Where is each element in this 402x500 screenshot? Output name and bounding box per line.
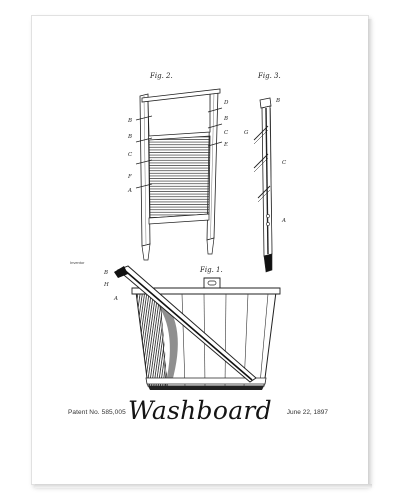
patent-drawing: Fig. 2. — [70, 72, 287, 390]
fig-2-part-label: C — [224, 130, 229, 136]
fig-3-side-view: Fig. 3. B C A G — [244, 72, 287, 273]
fig-1-tub: Fig. 1. Inventor — [70, 260, 281, 390]
fig-2-part-label: A — [127, 188, 132, 194]
fig-2-part-label: B — [223, 116, 228, 122]
frame-bottom-edge — [35, 484, 372, 488]
fig-2-part-label: B — [127, 134, 132, 140]
fig-1-part-label: A — [113, 296, 118, 302]
fig-2-part-label: C — [128, 152, 133, 158]
fig-2-part-label: E — [223, 142, 228, 148]
fig-2-part-label: B — [127, 118, 132, 124]
fig-1-caption: Inventor — [70, 260, 85, 265]
fig-2-label: Fig. 2. — [149, 72, 173, 80]
print-footer: Patent No. 585,005 Washboard June 22, 18… — [32, 392, 368, 432]
fig-1-part-label: B — [103, 270, 108, 276]
fig-1-label: Fig. 1. — [199, 266, 223, 274]
fig-3-part-label: A — [281, 218, 286, 224]
frame-side-edge — [368, 19, 372, 485]
fig-3-part-label: C — [282, 160, 287, 166]
patent-number: Patent No. 585,005 — [68, 409, 126, 416]
fig-3-part-label: G — [244, 130, 249, 136]
fig-1-part-label: H — [103, 282, 109, 288]
fig-2-part-label: D — [223, 100, 229, 106]
wall-art-frame: Fig. 2. — [32, 16, 372, 488]
fig-3-part-label: B — [275, 98, 280, 104]
fig-3-label: Fig. 3. — [257, 72, 281, 80]
fig-2-part-label: F — [127, 174, 132, 180]
print-title: Washboard — [128, 396, 272, 425]
patent-date: June 22, 1897 — [286, 409, 328, 416]
fig-2-washboard: Fig. 2. — [127, 72, 229, 261]
